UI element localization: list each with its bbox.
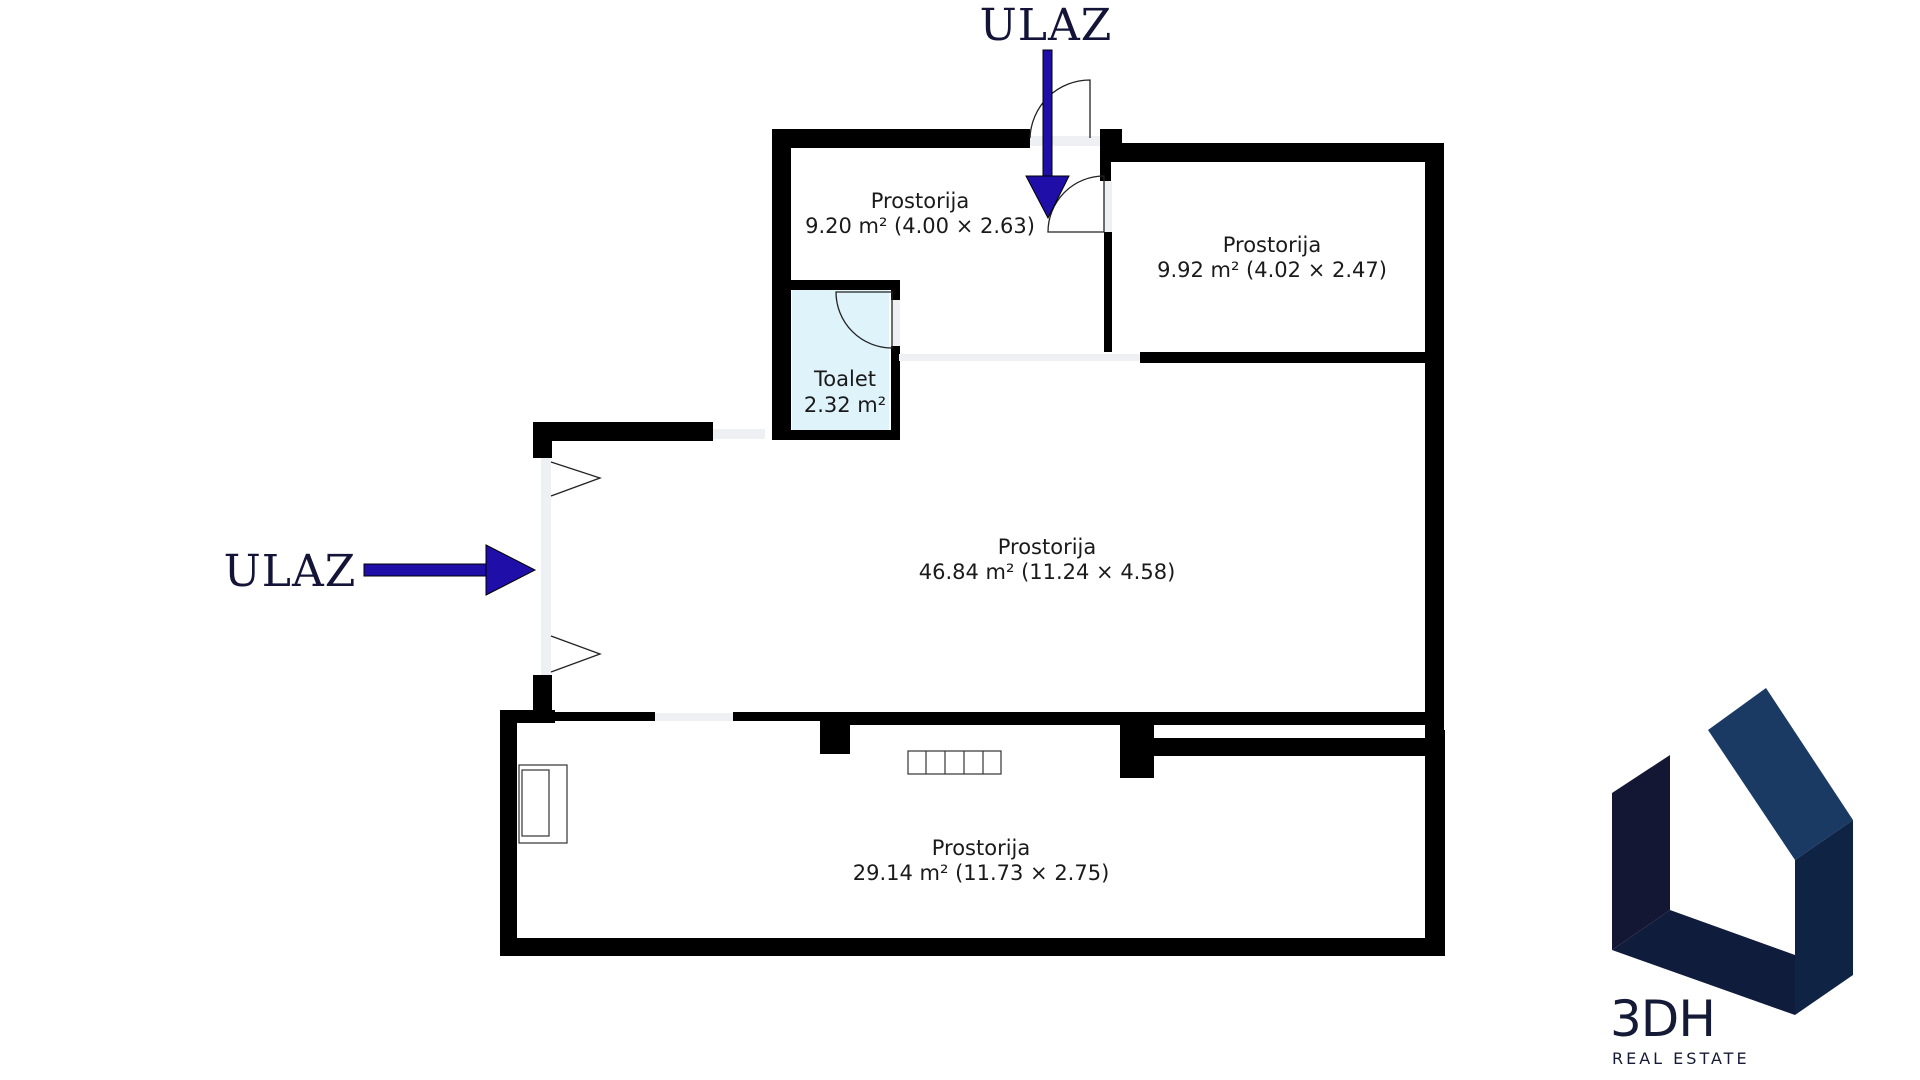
walls	[500, 129, 1445, 956]
house-logo-icon	[1612, 688, 1853, 1015]
room-main: Prostorija 46.84 m² (11.24 × 4.58)	[919, 535, 1176, 584]
door-swing-icon	[550, 79, 1105, 673]
room-area: 46.84 m² (11.24 × 4.58)	[919, 560, 1176, 584]
entrance-label-top: ULAZ	[980, 0, 1113, 51]
stairs	[907, 750, 1002, 775]
room-area: 9.92 m² (4.02 × 2.47)	[1157, 258, 1387, 282]
room-top-left: Prostorija 9.20 m² (4.00 × 2.63)	[805, 189, 1035, 238]
arrow-down-icon	[1025, 49, 1070, 220]
fixtures	[518, 750, 1002, 844]
room-area: 29.14 m² (11.73 × 2.75)	[853, 861, 1110, 885]
room-bottom: Prostorija 29.14 m² (11.73 × 2.75)	[853, 836, 1110, 885]
brand-tagline: REAL ESTATE	[1612, 1049, 1750, 1068]
brand-name: 3DH	[1610, 990, 1715, 1048]
room-area: 2.32 m²	[804, 393, 886, 417]
toilet-floor	[792, 288, 889, 432]
room-name: Prostorija	[1223, 233, 1322, 257]
room-name: Prostorija	[932, 836, 1031, 860]
room-top-right: Prostorija 9.92 m² (4.02 × 2.47)	[1157, 233, 1387, 282]
room-name: Toalet	[813, 367, 876, 391]
arrow-right-icon	[363, 544, 537, 596]
openings	[541, 136, 1140, 721]
room-area: 9.20 m² (4.00 × 2.63)	[805, 214, 1035, 238]
room-name: Prostorija	[871, 189, 970, 213]
room-toilet: Toalet 2.32 m²	[804, 367, 886, 417]
room-name: Prostorija	[998, 535, 1097, 559]
entrance-label-left: ULAZ	[224, 546, 357, 597]
